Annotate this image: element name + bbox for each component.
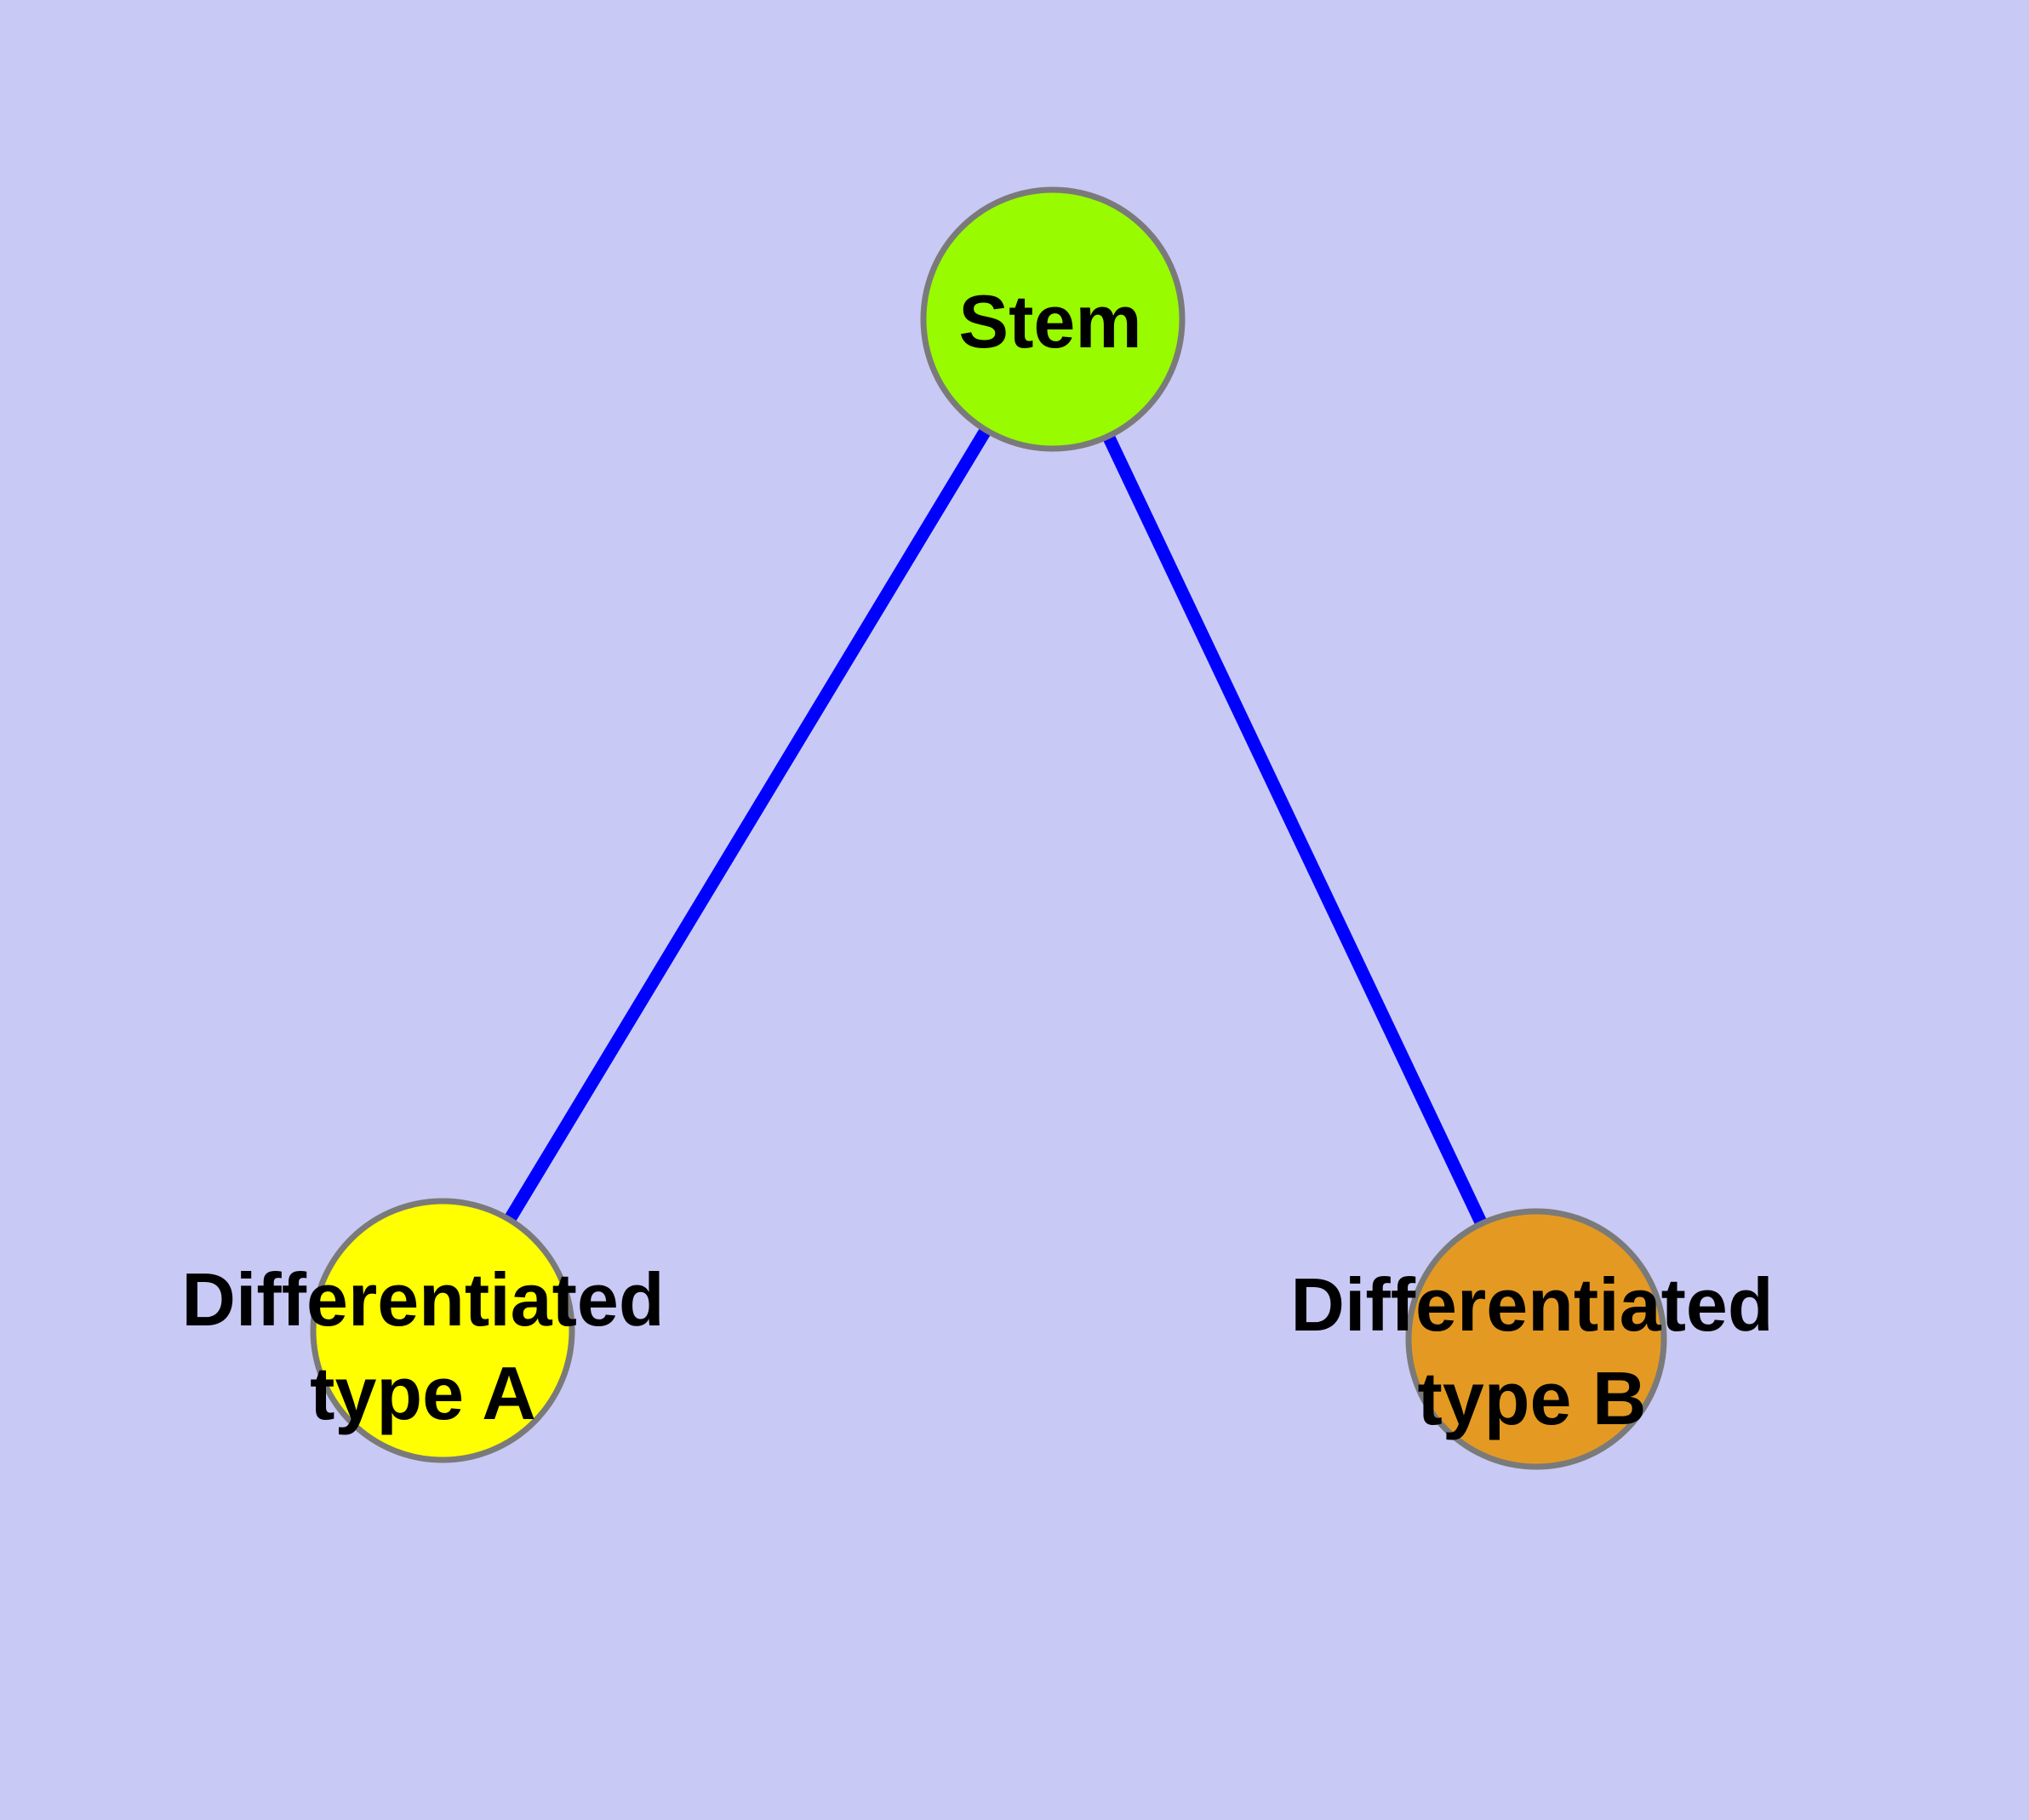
edge-stem-to-type-a (437, 316, 1059, 1334)
stem-node-circle (920, 186, 1186, 452)
edge-stem-to-type-b (1047, 316, 1542, 1342)
stem-node-label: Stem (958, 279, 1142, 363)
type-a-node-circle (310, 1198, 575, 1463)
type-b-node-label: Differentiated type B (1290, 1262, 1774, 1440)
type-b-node-circle (1405, 1208, 1667, 1470)
type-a-node-label: Differentiated type A (181, 1257, 665, 1435)
